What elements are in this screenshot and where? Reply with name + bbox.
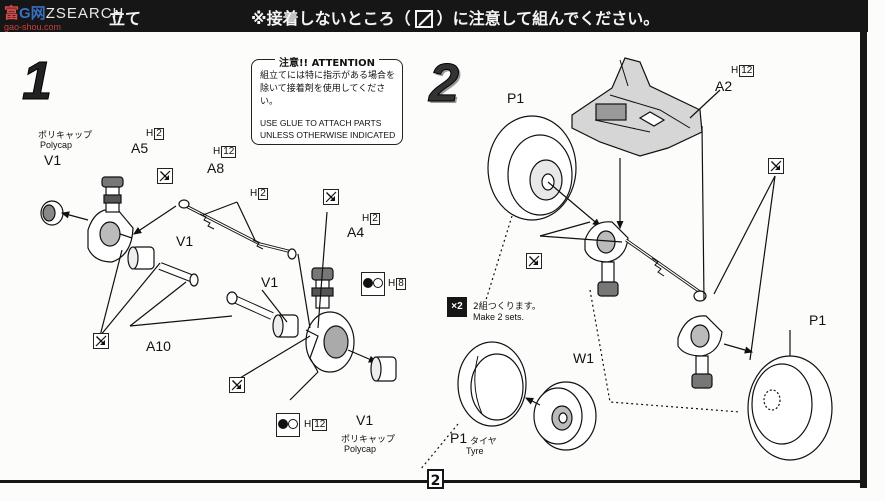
watermark-logo: 富G网ZSEARCH [4,5,125,22]
paint-swatch-h12 [276,413,300,437]
no-glue-icon [157,168,173,184]
no-glue-icon [323,189,339,205]
part-label-a4: A4 [347,224,365,240]
part-label-p1-bottom: P1 [450,430,468,446]
polycap-en-label-bottom: Polycap [344,444,377,454]
no-glue-icon [768,158,784,174]
part-label-v1-c: V1 [261,274,279,290]
no-glue-icon [93,333,109,349]
paint-swatch-h8 [361,272,385,296]
no-glue-icon [229,377,245,393]
header-bar [0,0,868,32]
part-label-v1-a: V1 [44,152,62,168]
frame-right-border [860,0,867,488]
part-label-p1-right: P1 [809,312,827,328]
part-label-a8: A8 [207,160,225,176]
header-instruction: 立て※接着しないところ（）に注意して組んでください。 [109,9,660,28]
title-partial: 立て [109,9,142,28]
attention-box: 注意!! ATTENTION 組立てには特に指示がある場合を除いて接着剤を使用し… [251,58,403,145]
part-label-w1: W1 [573,350,594,366]
times-two-icon: ×2 [447,297,467,317]
no-glue-icon [526,253,542,269]
make-sets-jp: 2組つくります。 [473,302,541,312]
part-label-v1-d: V1 [356,412,374,428]
page-number: 2 [427,469,444,489]
attention-jp-text: 組立てには特に指示がある場合を除いて接着剤を使用してください。 [260,71,396,107]
watermark-url: gao-shou.com [4,22,62,32]
part-label-a2: A2 [715,78,733,94]
step-number-2: 2 [428,53,460,114]
attention-en-text: USE GLUE TO ATTACH PARTS UNLESS OTHERWIS… [260,118,396,140]
polycap-jp-label-bottom: ポリキャップ [341,435,396,445]
tyre-jp-label: タイヤ [470,437,497,447]
part-label-v1-b: V1 [176,233,194,249]
attention-heading: 注意!! ATTENTION [274,58,380,69]
step-number-1: 1 [21,51,53,112]
part-label-a10: A10 [146,338,171,354]
polycap-jp-label-top: ポリキャップ [38,131,93,141]
polycap-en-label-top: Polycap [40,140,73,150]
make-sets-en: Make 2 sets. [473,312,525,322]
part-label-a5: A5 [131,140,149,156]
tyre-en-label: Tyre [466,446,484,456]
no-glue-icon [414,10,433,28]
part-label-p1-top: P1 [507,90,525,106]
